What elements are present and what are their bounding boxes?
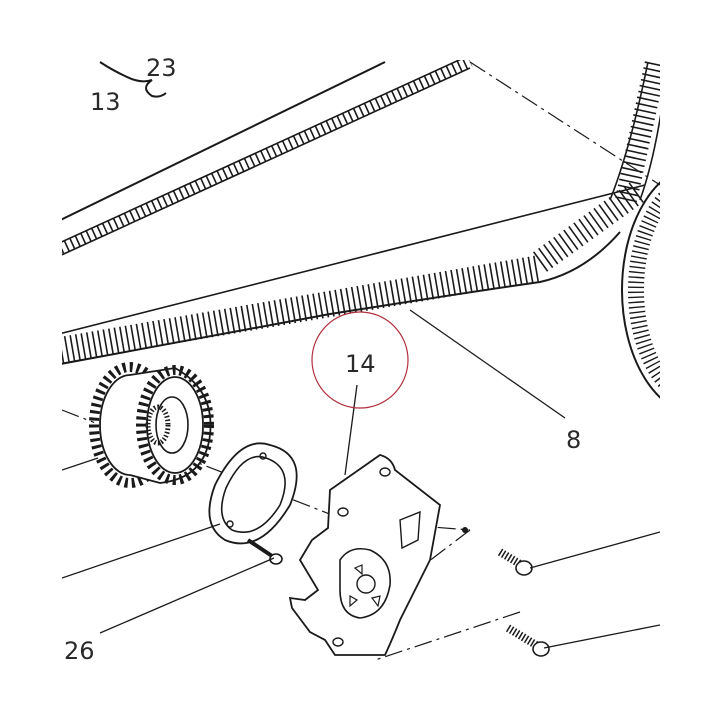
- drive-sprocket: [89, 362, 214, 488]
- leader-ring: [62, 523, 221, 579]
- callout-26: 26: [64, 637, 95, 665]
- belt-lower-teeth: [62, 255, 543, 363]
- bolt-upper: [497, 548, 533, 576]
- drawing-area: [62, 60, 660, 660]
- callout-8: 8: [566, 426, 581, 454]
- large-pulley: [621, 172, 660, 408]
- leader-8: [409, 309, 566, 419]
- leader-bolt-lower: [543, 624, 660, 649]
- leader-bolt-upper: [529, 531, 660, 569]
- small-screw: [246, 538, 283, 565]
- belt-upper-run: [62, 60, 473, 256]
- callout-14: 14: [345, 350, 376, 378]
- leader-sprocket: [62, 457, 99, 471]
- timing-cover-bracket: [288, 454, 468, 656]
- belt-lower-run: [62, 180, 648, 365]
- leader-14: [344, 384, 358, 476]
- callout-highlight-circle: [311, 311, 409, 409]
- ring-plate: [208, 442, 298, 545]
- belt-upper-outer-edge: [62, 61, 386, 221]
- leader-26: [99, 557, 275, 634]
- label-brace: [99, 61, 167, 98]
- belt-right-wrap: [609, 60, 660, 203]
- leader-lines: [62, 309, 660, 649]
- callout-13: 13: [90, 88, 121, 116]
- callout-23: 23: [146, 54, 177, 82]
- bolt-lower: [505, 624, 550, 657]
